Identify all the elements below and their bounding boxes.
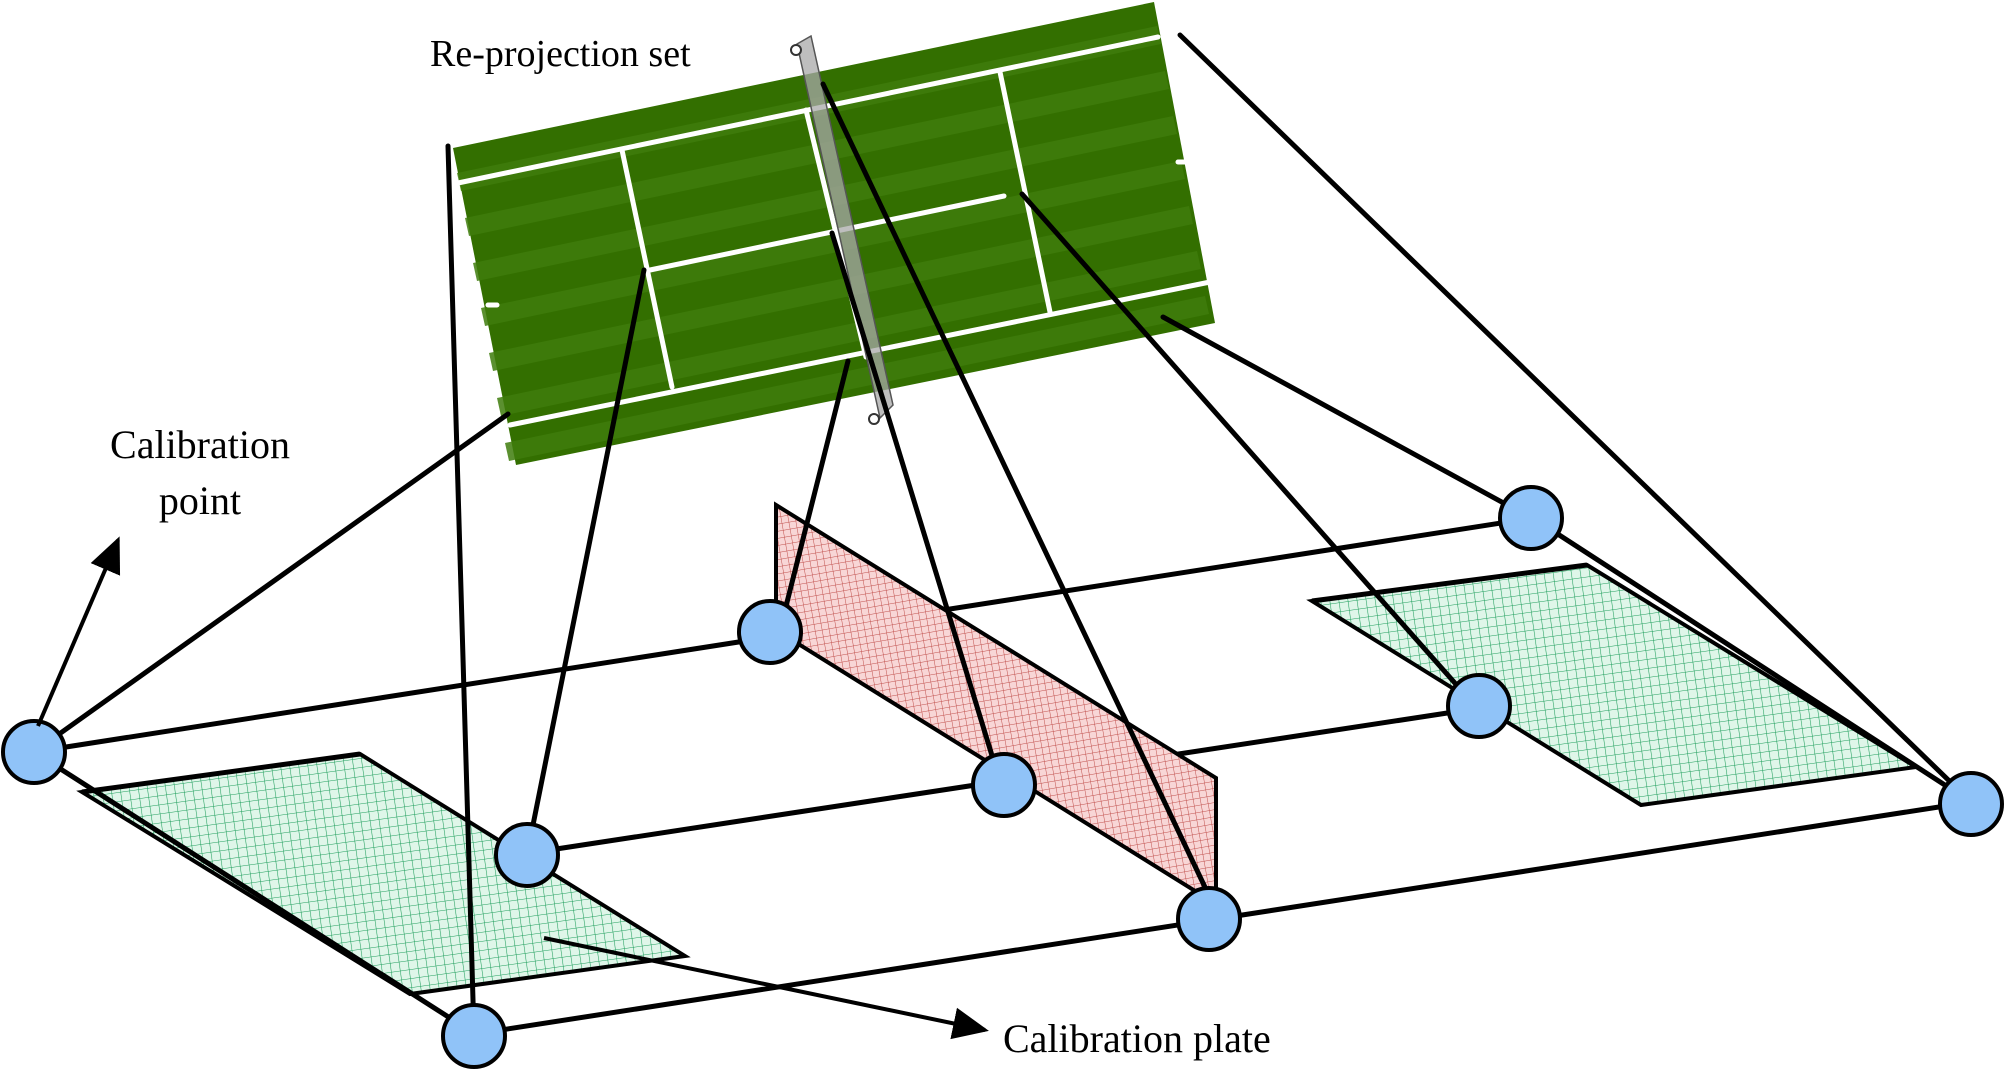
calibration-point	[1938, 771, 2004, 837]
calibration-point-arrow	[36, 536, 121, 727]
projection-lines	[31, 32, 1974, 1037]
reprojection-plane-handle-top	[790, 44, 802, 56]
reprojection-set-label: Re-projection set	[430, 33, 691, 75]
calibration-point-label-line2: point	[159, 478, 241, 523]
tennis-court-image	[453, 2, 1215, 465]
court-lines	[455, 34, 1213, 428]
court-inner-lines	[81, 562, 1588, 795]
calibration-point	[971, 752, 1037, 818]
calibration-point-label-line1: Calibration	[110, 422, 290, 467]
calibration-points	[1, 485, 2004, 1069]
calibration-plate-left	[76, 751, 691, 997]
calibration-plate-arrow	[543, 936, 989, 1040]
calibration-point	[737, 599, 803, 665]
court-stripes	[457, 26, 1209, 461]
calibration-plate-right	[1306, 562, 1922, 808]
calibration-plate-label: Calibration plate	[1003, 1016, 1271, 1061]
calibration-point	[441, 1003, 507, 1069]
reprojection-plane-handle-bottom	[868, 413, 880, 425]
calibration-point	[494, 822, 560, 888]
net-calibration-plate	[774, 501, 1218, 908]
calibration-point	[1446, 673, 1512, 739]
calibration-point	[1176, 886, 1242, 952]
calibration-point	[1498, 485, 1564, 551]
calibration-point	[1, 719, 67, 785]
